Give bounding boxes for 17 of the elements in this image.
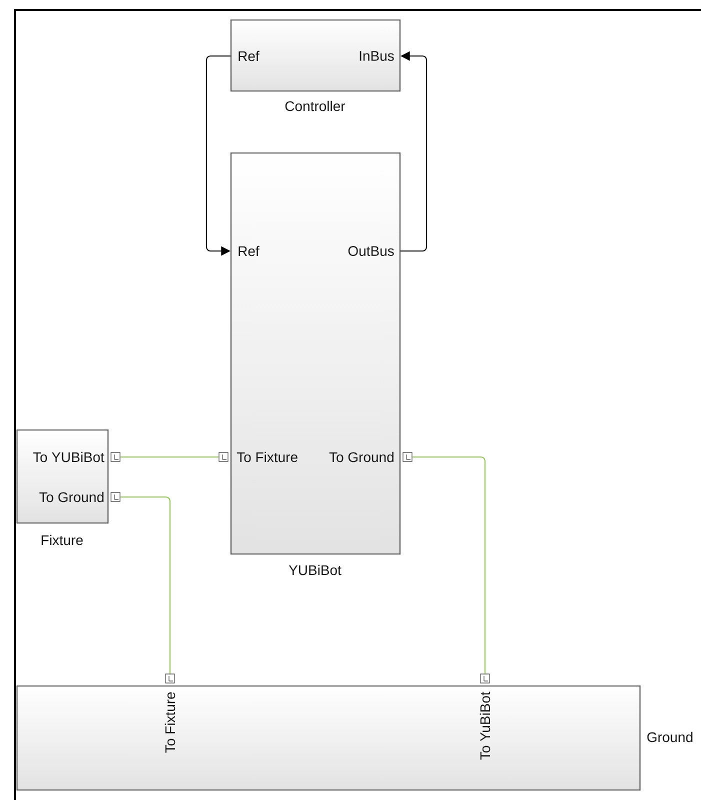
- connector: [412, 456, 486, 674]
- port-label: To Fixture: [236, 452, 298, 462]
- port-label: OutBus: [348, 246, 394, 256]
- block-name: Fixture: [42, 534, 83, 546]
- port-label: To YuBiBot: [480, 692, 490, 760]
- block-name: Ground: [647, 732, 692, 742]
- connector: [120, 496, 171, 674]
- port-label: Ref: [238, 50, 260, 62]
- block-name: Controller: [285, 100, 346, 112]
- port-label: To Ground: [329, 452, 394, 462]
- port-label: InBus: [360, 51, 394, 61]
- port-label: To Ground: [39, 492, 104, 502]
- port-label: To YUBiBot: [33, 452, 104, 462]
- port-label: Ref: [238, 246, 260, 256]
- block-name: YUBiBot: [288, 564, 342, 576]
- port-label: To Fixture: [164, 692, 176, 753]
- connector: [120, 456, 218, 458]
